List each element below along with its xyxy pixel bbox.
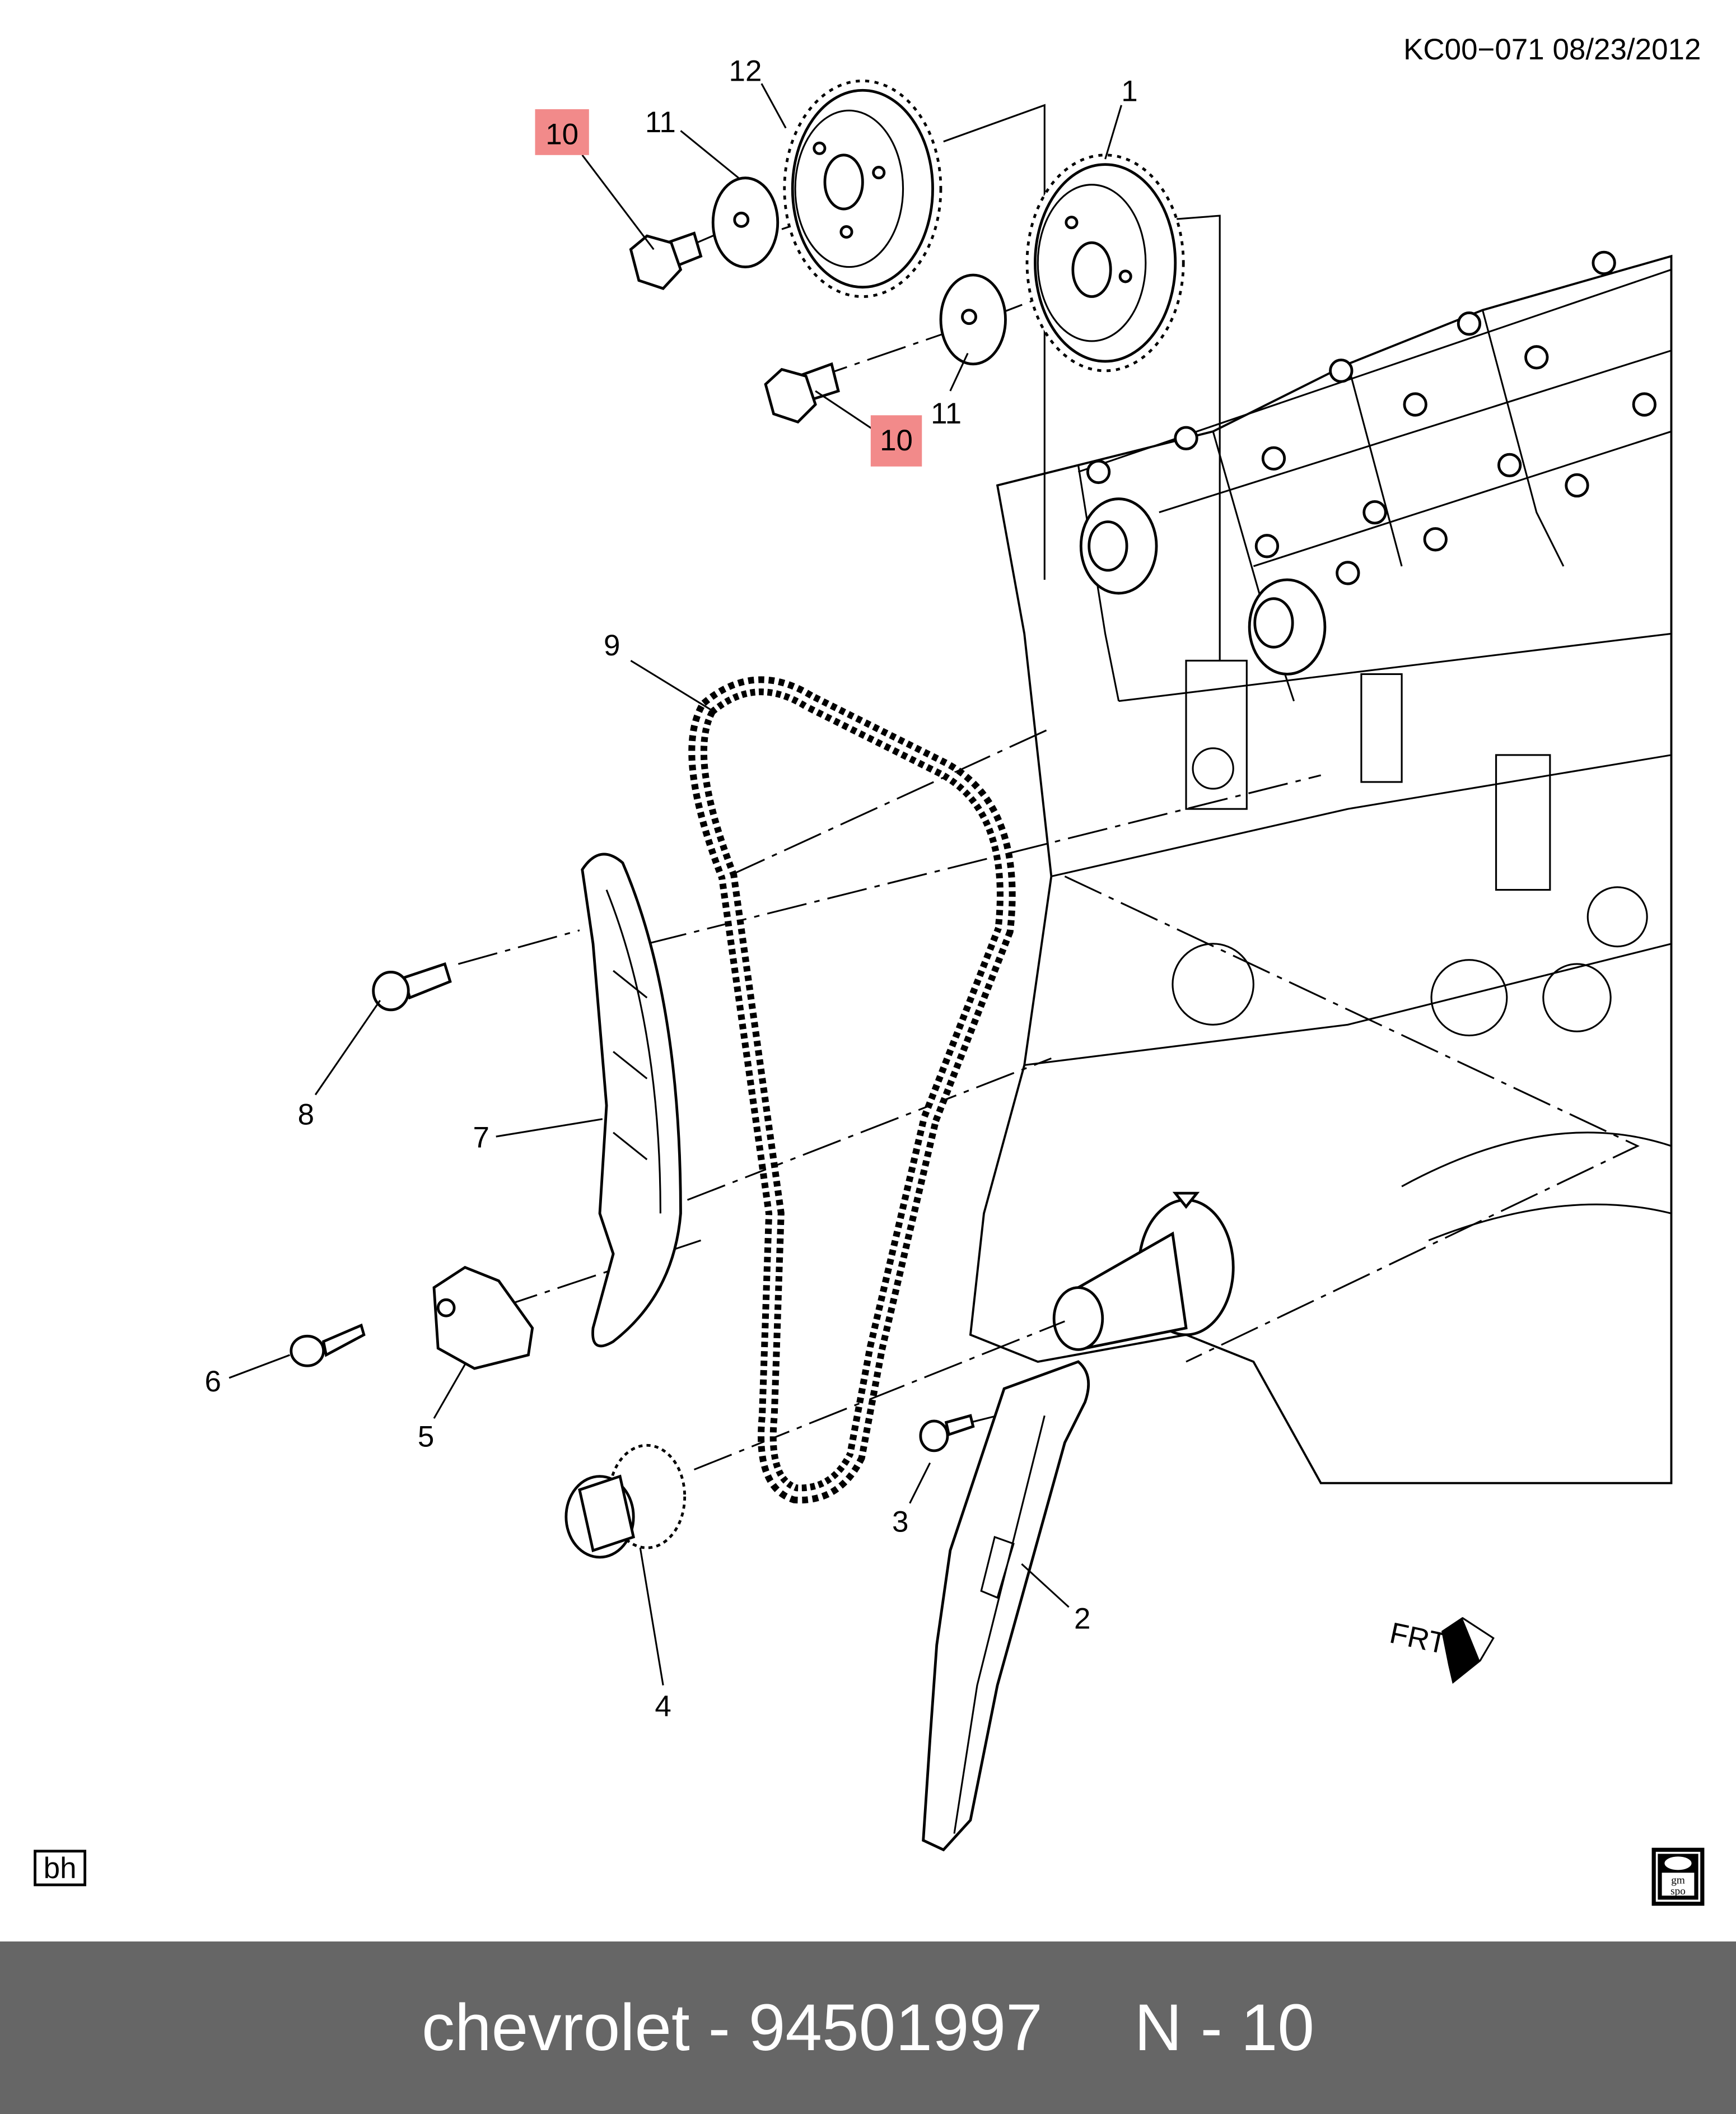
footer-bar: chevrolet - 94501997 N - 10: [0, 1941, 1736, 2114]
callout-10-upper: 10: [545, 118, 578, 151]
bolt-10-lower: [764, 362, 840, 424]
callout-8: 8: [298, 1098, 314, 1131]
camshaft-exhaust-nose: [1248, 578, 1327, 676]
svg-text:spo: spo: [1670, 1885, 1686, 1897]
callout-4: 4: [655, 1690, 671, 1723]
bolt-10-upper: [629, 231, 703, 290]
gm-spo-logo: gm spo: [1651, 1847, 1705, 1906]
svg-text:bh: bh: [44, 1852, 77, 1885]
callout-10-lower: 10: [880, 424, 913, 457]
callout-12: 12: [729, 54, 762, 87]
callouts: 12 1 10 11 10 11 9 8 7 6 5 3 4 2: [205, 54, 1138, 1723]
crankshaft-nose: [1052, 1191, 1235, 1351]
bolt-8: [372, 962, 452, 1012]
camshaft-intake-nose: [1079, 497, 1158, 595]
camshaft-sprocket-12: [783, 80, 942, 298]
chain-guide-7: [581, 853, 682, 1348]
front-direction-marker: FRT: [1387, 1617, 1495, 1684]
crankshaft-sprocket-4: [564, 1444, 687, 1559]
highlight-box-10-lower: [870, 415, 922, 467]
leader-lines: [228, 83, 1122, 1685]
frt-label: FRT: [1387, 1617, 1450, 1661]
callout-11-lower: 11: [931, 397, 962, 430]
footer-part-text: chevrolet - 94501997 N - 10: [422, 1991, 1314, 2065]
callout-11-upper: 11: [645, 106, 676, 139]
chain-guide-2: [922, 1360, 1090, 1852]
svg-text:gm: gm: [1671, 1875, 1685, 1887]
chain-tensioner-5: [432, 1265, 534, 1370]
bolt-3: [919, 1414, 975, 1452]
highlight-box-10-upper: [535, 109, 589, 155]
callout-9: 9: [604, 629, 620, 662]
callout-2: 2: [1074, 1603, 1090, 1636]
callout-7: 7: [473, 1121, 489, 1154]
callout-1: 1: [1121, 75, 1137, 108]
washer-11-lower: [939, 273, 1007, 366]
callout-5: 5: [418, 1421, 434, 1454]
engine-block: [969, 250, 1673, 1484]
callout-6: 6: [205, 1365, 221, 1398]
timing-chain-9: [688, 676, 1016, 1504]
camshaft-sprocket-1: [1025, 153, 1185, 372]
bh-badge: bh: [34, 1850, 87, 1887]
camshaft-cover: [1077, 250, 1672, 585]
drawing-code: KC00−071 08/23/2012: [1403, 33, 1701, 66]
bolt-6: [290, 1323, 366, 1367]
washer-11-upper: [711, 176, 780, 268]
callout-3: 3: [892, 1505, 908, 1538]
parts-diagram: KC00−071 08/23/2012: [34, 33, 1705, 1906]
